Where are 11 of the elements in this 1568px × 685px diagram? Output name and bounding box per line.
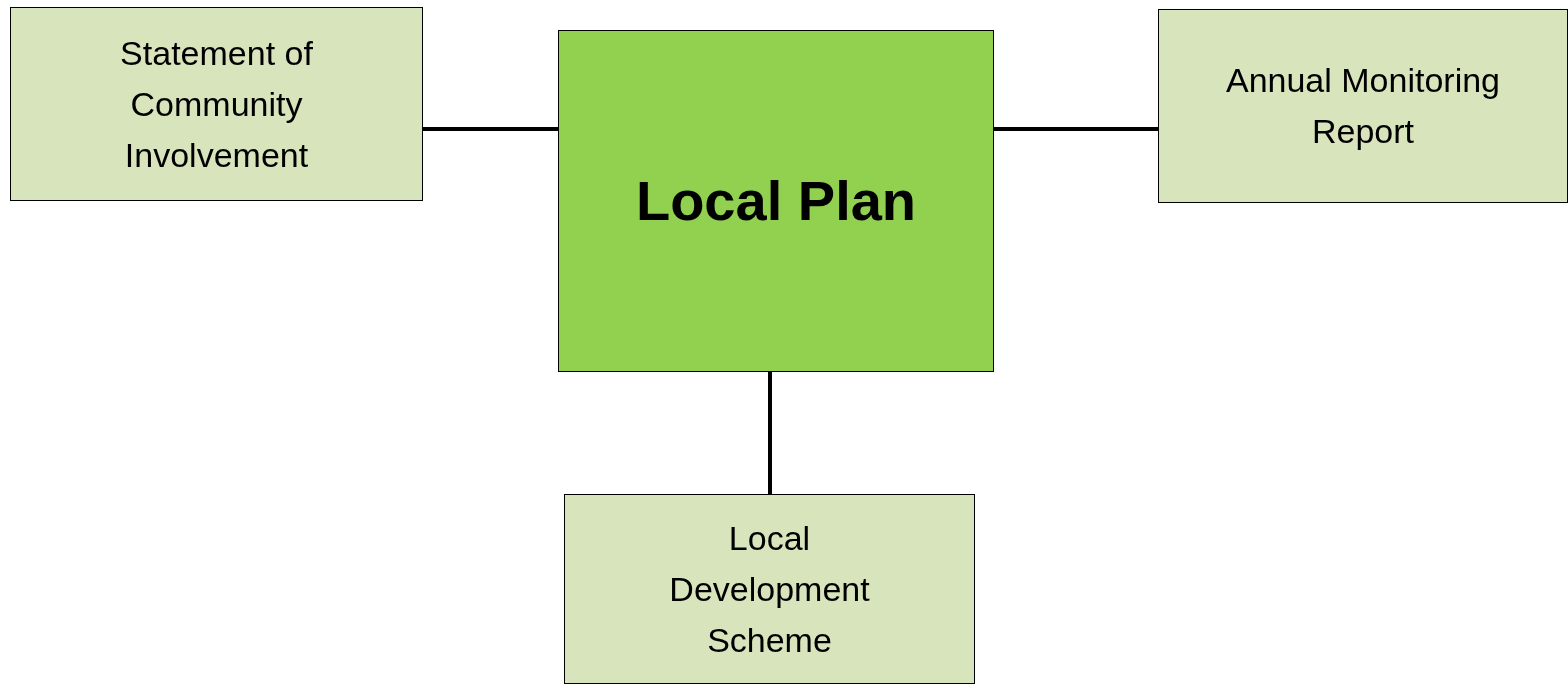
document-box	[1158, 9, 1568, 203]
connector-line	[994, 127, 1158, 131]
main-box	[558, 30, 994, 372]
document-box	[564, 494, 975, 684]
box-label: Local Development Scheme	[668, 517, 871, 661]
document-box	[10, 7, 423, 201]
box-label: Local Plan	[635, 168, 917, 234]
box-label: Annual Monitoring Report	[1224, 60, 1502, 152]
connector-line	[423, 127, 558, 131]
box-label: Statement of Community Involvement	[119, 32, 314, 176]
connector-line	[768, 372, 772, 494]
